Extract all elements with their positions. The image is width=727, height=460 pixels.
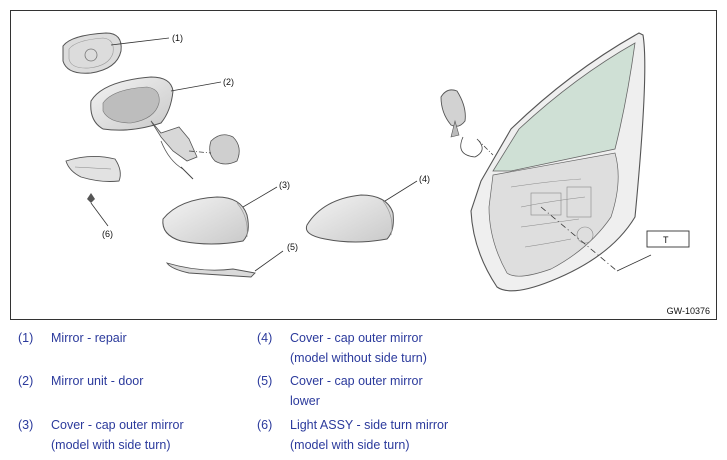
legend-text-line2: (model with side turn): [290, 438, 410, 452]
callout-5: (5): [287, 242, 298, 252]
exploded-diagram: (1) (2) (3) (4) (5) (6) T GW-10376: [10, 10, 717, 320]
legend-number: (4): [257, 331, 273, 345]
callout-6: (6): [102, 229, 113, 239]
legend-text-line2: lower: [290, 394, 320, 408]
cap-cover-without-side-turn-part: [305, 180, 418, 243]
installed-mirror-part: [440, 89, 494, 158]
legend-number: (2): [18, 374, 34, 388]
legend-number: (3): [18, 418, 34, 432]
legend-text-line2: (model without side turn): [290, 351, 427, 365]
legend-text: Mirror unit - door: [51, 374, 144, 388]
side-turn-light-part: [65, 156, 121, 227]
callout-1: (1): [172, 33, 183, 43]
legend-text: Cover - cap outer mirror: [290, 374, 423, 388]
legend: (1) Mirror - repair (2) Mirror unit - do…: [0, 322, 727, 460]
cap-cover-with-side-turn-part: [162, 186, 278, 245]
legend-number: (1): [18, 331, 34, 345]
legend-text: Cover - cap outer mirror: [290, 331, 423, 345]
legend-text: Cover - cap outer mirror: [51, 418, 184, 432]
diagram-canvas: (1) (2) (3) (4) (5) (6) T: [62, 32, 690, 292]
legend-text: Mirror - repair: [51, 331, 127, 345]
mirror-glass-part: [62, 32, 170, 74]
mirror-unit-part: [90, 76, 240, 180]
callout-2: (2): [223, 77, 234, 87]
legend-text: Light ASSY - side turn mirror: [290, 418, 449, 432]
cap-cover-lower-part: [165, 250, 284, 278]
callout-4: (4): [419, 174, 430, 184]
door-panel-part: [470, 32, 652, 292]
figure-code: GW-10376: [666, 306, 710, 316]
legend-text-line2: (model with side turn): [51, 438, 171, 452]
legend-number: (5): [257, 374, 273, 388]
door-tag-box: [646, 230, 690, 248]
callout-3: (3): [279, 180, 290, 190]
door-tag-label: T: [663, 235, 669, 245]
legend-number: (6): [257, 418, 273, 432]
